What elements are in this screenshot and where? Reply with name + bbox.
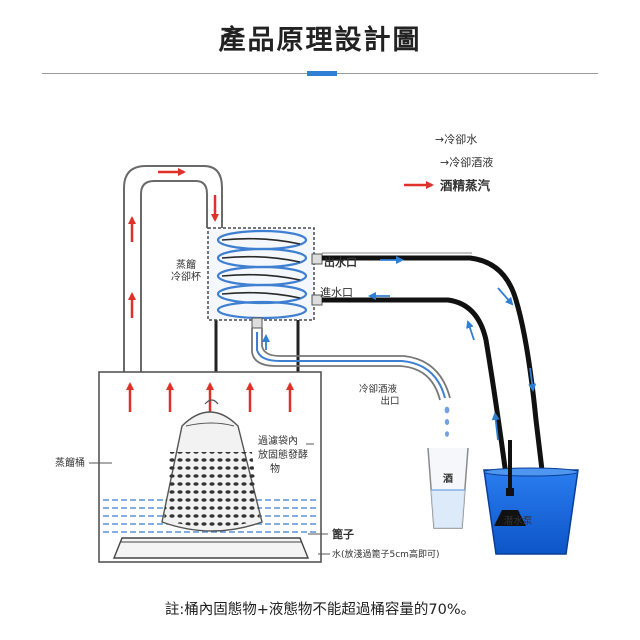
water-outlet-pipe: 出水口 (322, 252, 551, 521)
barrel-label: 蒸餾桶 (55, 456, 85, 469)
liquor-outlet-label: 出口 (380, 395, 399, 407)
filter-bag-label: 物 (270, 462, 280, 475)
glass-label: 酒 (443, 472, 453, 485)
water-flow-arrow-icon (497, 287, 514, 306)
water-level-label: 水(放淺過篦子5cm高即可) (332, 548, 439, 560)
legend-alcohol-vapor: 酒精蒸汽 (440, 178, 491, 193)
legend-cooled-liquor: →冷卻酒液 (440, 155, 493, 169)
liquor-outlet-pipe: 冷卻酒液 出口 (251, 328, 451, 437)
filter-bag-label: 放固態發酵 (258, 448, 308, 461)
water-flow-arrow-icon (491, 412, 500, 441)
pump-label: 潜水泵 (504, 515, 533, 527)
liquor-outlet-label: 冷卻酒液 (359, 383, 398, 395)
drip (445, 431, 449, 437)
water-inlet-label: 進水口 (320, 286, 353, 299)
condenser: 蒸餾 冷卻杯 (171, 227, 323, 372)
liquor-glass: 酒 (427, 447, 469, 529)
vapor-pipe (123, 165, 223, 372)
water-inlet-pipe: 進水口 (320, 286, 511, 491)
drip (444, 419, 450, 425)
legend-cooling-water: →冷卻水 (435, 133, 477, 146)
distillation-barrel (98, 371, 322, 563)
drip (444, 406, 450, 414)
footnote: 註:桶內固態物+液態物不能超過桶容量的70%。 (164, 602, 476, 618)
condenser-cup-label: 冷卻杯 (171, 270, 201, 283)
legend: →冷卻水 →冷卻酒液 酒精蒸汽 (404, 133, 493, 193)
water-flow-arrow-icon (466, 320, 475, 341)
filter-bag-label: 過濾袋內 (258, 434, 298, 447)
grate-label: 篦子 (332, 527, 354, 541)
pump-bucket: 潜水泵 (483, 440, 579, 555)
water-outlet-label: 出水口 (324, 255, 357, 269)
condenser-cup-label: 蒸餾 (176, 258, 196, 271)
title-divider-accent (307, 71, 337, 76)
water-flow-arrow-icon (528, 367, 537, 392)
page-title: 產品原理設計圖 (218, 25, 422, 56)
